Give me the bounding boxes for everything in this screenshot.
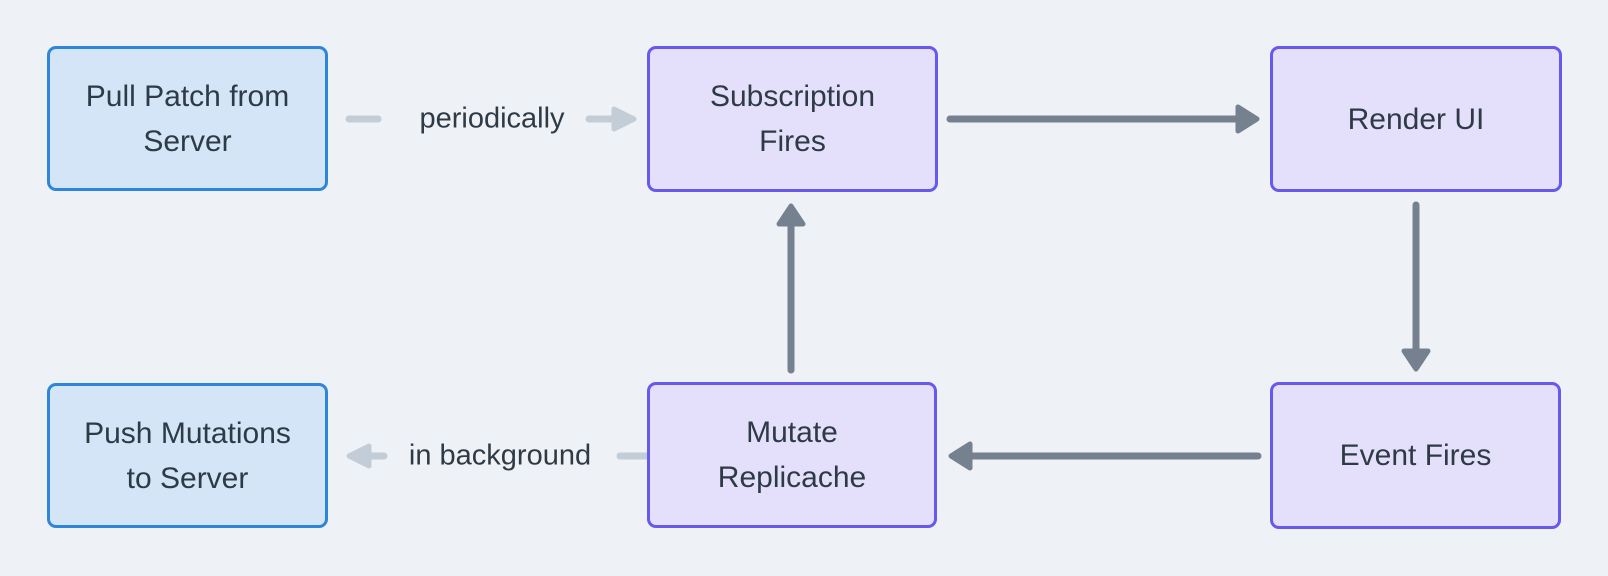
- node-label: Mutate Replicache: [717, 416, 867, 494]
- node-label: Subscription Fires: [709, 80, 876, 158]
- edge-mutate-to-push: [346, 443, 650, 469]
- node-render-ui: Render UI: [1270, 46, 1562, 192]
- node-subscription-fires: Subscription Fires: [647, 46, 938, 192]
- edge-pull-patch-to-subscription: [345, 106, 637, 132]
- node-event-fires: Event Fires: [1270, 382, 1561, 529]
- edge-mutate-to-subscription: [776, 203, 806, 374]
- edge-label-periodically: periodically: [419, 102, 565, 135]
- edge-render-to-event: [1401, 201, 1431, 372]
- node-label: Event Fires: [1339, 439, 1492, 472]
- node-push-mutations-to-server: Push Mutations to Server: [47, 383, 328, 528]
- edge-label-in-background: in background: [408, 439, 592, 472]
- node-label: Pull Patch from Server: [85, 79, 290, 158]
- edge-subscription-to-render: [946, 104, 1260, 134]
- node-mutate-replicache: Mutate Replicache: [647, 382, 937, 528]
- edge-event-to-mutate: [948, 441, 1262, 471]
- node-label: Push Mutations to Server: [84, 416, 291, 495]
- node-pull-patch-from-server: Pull Patch from Server: [47, 46, 328, 191]
- node-label: Render UI: [1347, 102, 1485, 136]
